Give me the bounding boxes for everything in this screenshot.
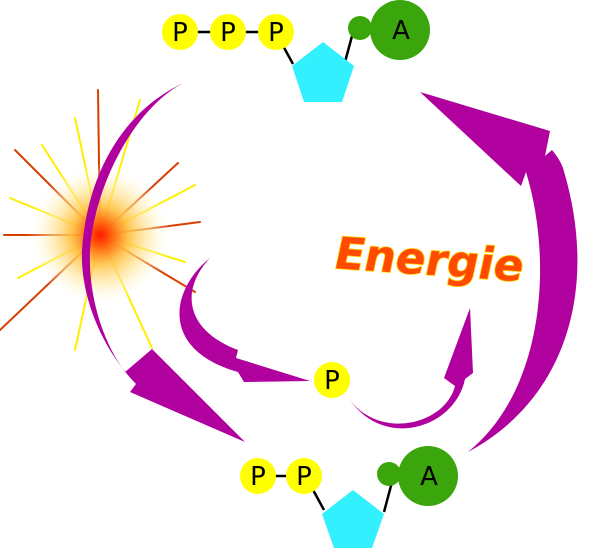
energy-label: Energie <box>330 229 529 292</box>
free-phosphate-label: P <box>324 366 340 396</box>
burst-glow <box>28 163 172 307</box>
top-phosphate-3 <box>258 14 294 50</box>
energy-label-group: Energie <box>329 228 530 293</box>
top-phosphate-1 <box>162 14 198 50</box>
top-phosphate-2-label: P <box>220 18 236 48</box>
top-phosphate-3-label: P <box>268 18 284 48</box>
top-phosphate-2 <box>210 14 246 50</box>
free-phosphate <box>314 362 350 398</box>
bottom-molecule: P P A <box>240 446 458 548</box>
top-sugar-pentagon <box>292 42 354 102</box>
top-base <box>370 0 430 60</box>
top-base-label: A <box>392 16 410 46</box>
bottom-phosphate-2 <box>286 458 322 494</box>
left-arc-arrow <box>81 80 245 442</box>
top-molecule: P P P A <box>162 0 430 102</box>
right-arc-arrow <box>420 92 578 452</box>
top-phosphate-1-label: P <box>172 18 188 48</box>
bottom-base <box>398 446 458 506</box>
bottom-base-linker <box>377 462 401 486</box>
arrows <box>81 80 578 452</box>
inner-right-arrow <box>350 308 473 429</box>
bottom-phosphate-1-label: P <box>250 462 266 492</box>
bottom-base-label: A <box>420 462 438 492</box>
energy-burst <box>0 89 201 351</box>
bottom-sugar-pentagon <box>322 490 384 548</box>
inner-left-arrow <box>179 258 310 382</box>
bottom-phosphate-2-label: P <box>296 462 312 492</box>
top-base-linker <box>348 16 372 40</box>
bottom-phosphate-1 <box>240 458 276 494</box>
